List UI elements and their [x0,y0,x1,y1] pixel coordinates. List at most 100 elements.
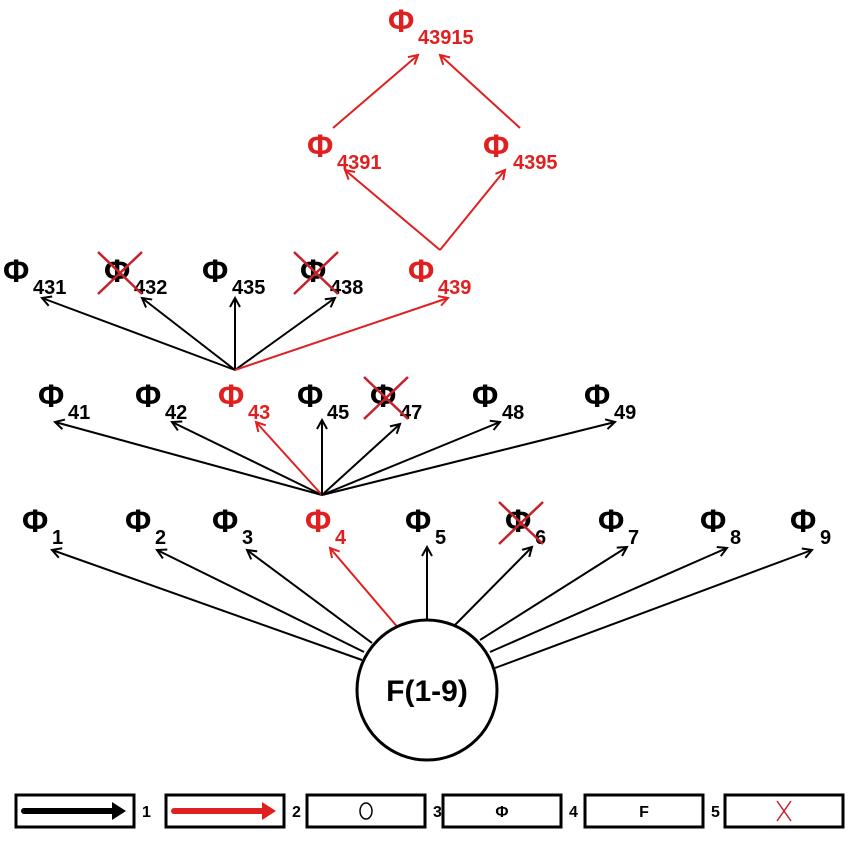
node-subscript: 3 [242,527,253,549]
node-subscript: 43 [248,402,270,424]
phi-symbol: Φ [212,503,238,539]
node-subscript: 4395 [513,152,558,174]
phi-symbol: Φ [202,253,228,289]
edge-4-to-47 [321,424,400,496]
phi-symbol: Φ [598,503,624,539]
edges [42,55,812,669]
edge-4-to-49 [321,422,615,496]
phi-symbol: Φ [495,804,508,821]
phi-symbol: Φ [472,378,498,414]
node-subscript: 1 [52,527,63,549]
legend-number: 1 [142,804,151,821]
phi-symbol: Φ [22,503,48,539]
edge-root-to-1 [52,550,363,661]
node-subscript: 435 [232,277,265,299]
phi-symbol: Φ [38,378,64,414]
phi-symbol: Φ [305,503,331,539]
node-subscript: 42 [165,402,187,424]
node-subscript: 43915 [418,27,474,49]
node-phi-6: Φ6 [498,501,546,549]
f-symbol: F [639,804,649,821]
phi-symbol: Φ [408,253,434,289]
circle-icon [359,802,373,820]
arrowhead-icon [262,802,276,820]
node-phi-47: Φ47 [363,376,422,424]
legend-box [583,793,705,829]
edge-root-to-2 [157,550,365,653]
legend-box [723,793,845,829]
phi-symbol: Φ [307,128,333,164]
cross-icon [293,251,339,295]
legend-box [305,793,427,829]
legend-number: 5 [711,804,720,821]
cross-icon [97,251,143,295]
edge-root-to-4 [330,548,401,631]
legend-item-3: 3 [305,793,442,829]
arrowhead-icon [112,802,126,820]
cross-icon [363,376,409,420]
legend-item-2: 2 [164,793,301,829]
edge-4395-to-43915 [440,55,521,129]
edge-43-to-439 [234,298,448,371]
node-phi-438: Φ438 [293,251,363,299]
legend: 123Φ4F56 [14,793,845,829]
root-label: F(1-9) [386,675,468,708]
node-subscript: 49 [614,402,636,424]
node-subscript: 4 [335,527,347,549]
root-node: F(1-9) [355,618,499,762]
phi-symbol: Φ [135,378,161,414]
node-subscript: 7 [628,527,639,549]
edge-4-to-43 [256,422,323,496]
node-subscript: 8 [730,527,741,549]
node-subscript: 2 [155,527,166,549]
legend-number: 4 [569,804,578,821]
edge-root-to-6 [451,547,532,629]
node-subscript: 4391 [337,152,382,174]
edge-root-to-3 [247,550,373,644]
legend-number: 3 [433,804,442,821]
edge-4-to-41 [55,422,323,496]
edge-43-to-438 [234,298,335,371]
node-subscript: 47 [400,402,422,424]
edge-4-to-42 [172,422,323,496]
node-subscript: 439 [438,277,471,299]
edge-43-to-432 [142,298,236,371]
node-subscript: 45 [327,402,349,424]
edge-439-to-4391 [345,170,441,251]
node-subscript: 431 [33,277,66,299]
node-subscript: 432 [134,277,167,299]
edge-4-to-48 [321,422,500,496]
edge-root-to-7 [479,547,627,641]
legend-number: 2 [292,804,301,821]
node-phi-432: Φ432 [97,251,167,299]
edge-439-to-4395 [439,170,505,251]
root-circle [355,618,499,762]
legend-item-6: 6 [723,793,845,829]
phi-symbol: Φ [405,503,431,539]
node-subscript: 6 [535,527,546,549]
edge-root-to-9 [494,550,812,669]
legend-box [441,793,563,829]
node-subscript: 48 [502,402,524,424]
phi-symbol: Φ [297,378,323,414]
cross-icon [498,501,544,545]
nodes: Φ1Φ2Φ3Φ4Φ5Φ6Φ7Φ8Φ9Φ41Φ42Φ43Φ45Φ47Φ48Φ49Φ… [3,3,831,549]
node-subscript: 5 [435,527,446,549]
legend-item-1: 1 [14,793,151,829]
node-subscript: 438 [330,277,363,299]
